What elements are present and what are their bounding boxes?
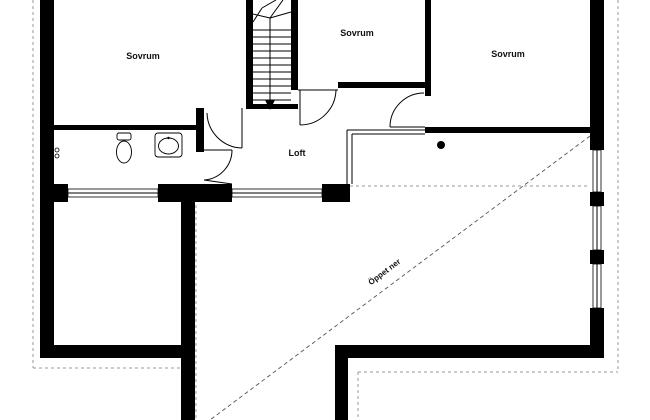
windows	[67, 149, 602, 309]
sink-icon	[154, 132, 183, 158]
chimney-dot-icon	[437, 141, 445, 149]
room-label-loft: Loft	[289, 148, 306, 158]
doors	[203, 89, 425, 185]
open-below-diagonal	[209, 135, 591, 420]
stair-arrow-icon	[265, 100, 275, 110]
room-label-sovrum-left: Sovrum	[126, 51, 160, 61]
shower-head-icon	[54, 147, 60, 159]
walls	[40, 0, 604, 420]
eave-outline	[32, 0, 619, 420]
staircase	[252, 0, 292, 110]
toilet-icon	[116, 132, 132, 164]
room-label-sovrum-right: Sovrum	[491, 49, 525, 59]
thin-partitions	[298, 89, 425, 184]
bathroom-fixtures	[54, 132, 183, 164]
room-label-open-below: Öppet ner	[367, 257, 403, 287]
room-label-sovrum-middle: Sovrum	[340, 28, 374, 38]
